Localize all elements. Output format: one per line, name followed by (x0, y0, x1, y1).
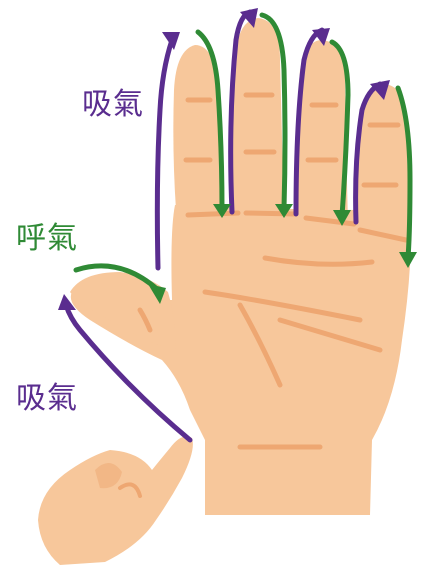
pointing-finger-hand-icon (38, 436, 193, 565)
inhale-label-bottom: 吸氣 (16, 384, 78, 414)
inhale-label-top: 吸氣 (82, 90, 144, 120)
exhale-label: 呼氣 (16, 224, 78, 254)
